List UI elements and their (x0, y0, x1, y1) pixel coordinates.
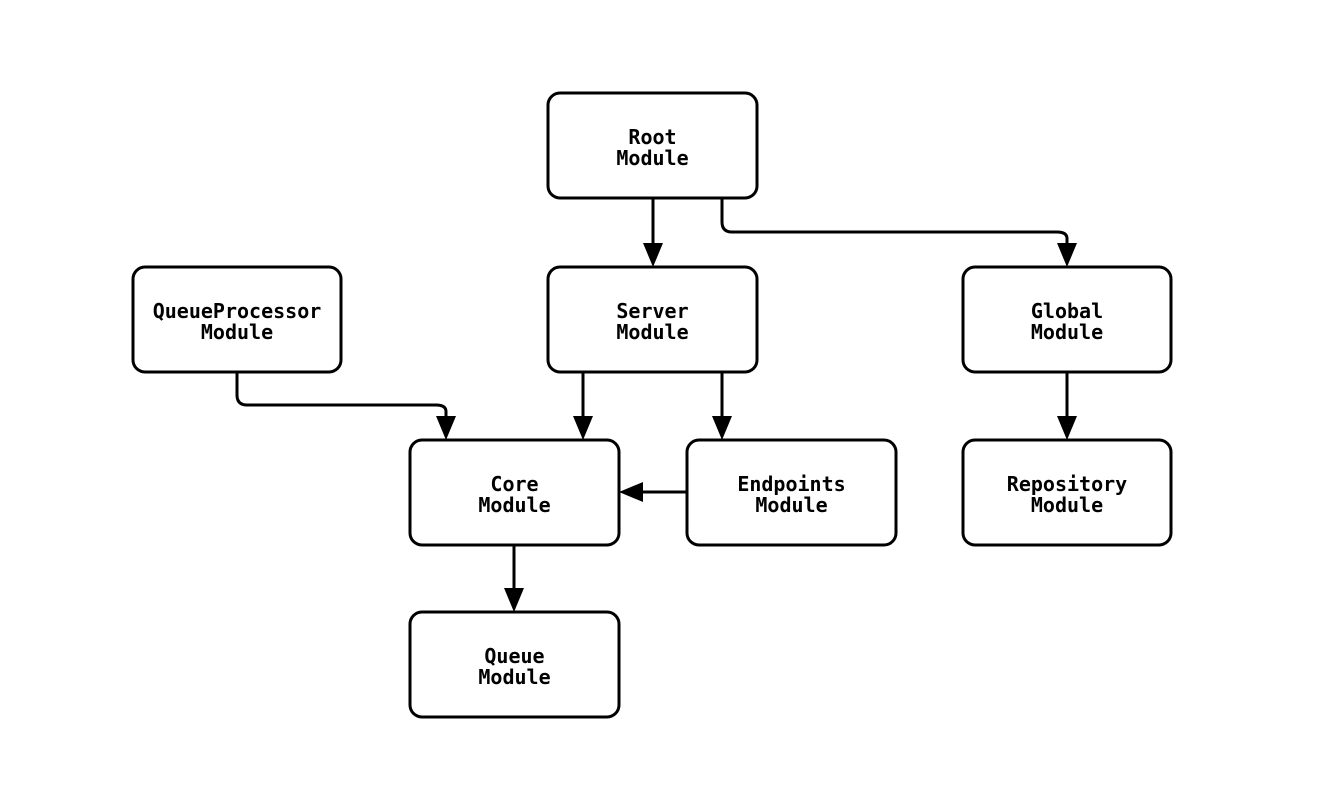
arrowhead-icon (1057, 243, 1077, 267)
arrowhead-icon (619, 482, 643, 502)
node-box (961, 438, 1173, 547)
edge-root-global (720, 198, 1077, 267)
node-box (546, 265, 759, 374)
edge-queueprocessor-core (235, 372, 456, 440)
edge-endpoints-core (619, 482, 687, 502)
edge-server-endpoints (712, 372, 732, 440)
edge-line (235, 372, 448, 418)
arrowhead-icon (436, 416, 456, 440)
node-box (408, 610, 621, 719)
edge-global-repository (1057, 372, 1077, 440)
arrowhead-icon (1057, 416, 1077, 440)
node-box (546, 91, 759, 200)
node-box (961, 265, 1173, 374)
arrowhead-icon (504, 588, 524, 612)
edge-line (720, 198, 1069, 245)
node-box (408, 438, 621, 547)
node-box (685, 438, 898, 547)
edge-server-core (573, 372, 593, 440)
arrowhead-icon (643, 243, 663, 267)
edge-root-server (643, 198, 663, 267)
node-box (131, 265, 343, 374)
arrowhead-icon (573, 416, 593, 440)
edge-core-queue (504, 545, 524, 612)
arrowhead-icon (712, 416, 732, 440)
